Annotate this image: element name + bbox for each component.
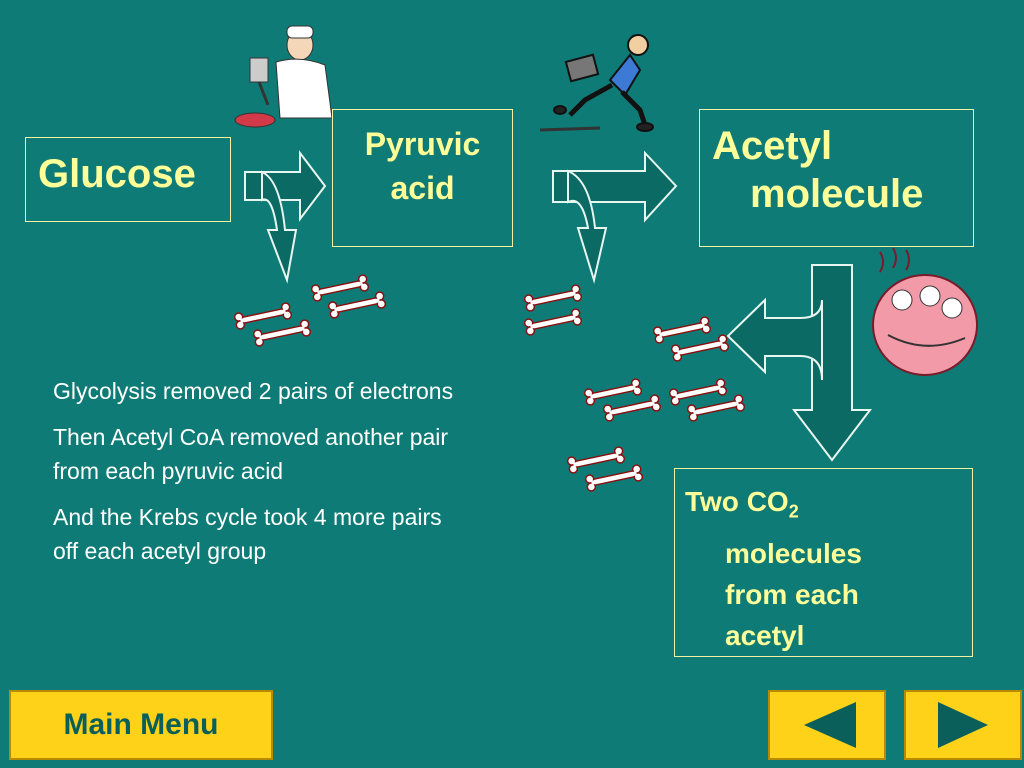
note-krebs-cycle: And the Krebs cycle took 4 more pairs of…	[53, 504, 442, 564]
note-acetyl-coa: Then Acetyl CoA removed another pair fro…	[53, 424, 449, 484]
glucose-label: Glucose	[38, 152, 196, 196]
main-menu-button[interactable]: Main Menu	[9, 690, 273, 760]
butcher-figure	[234, 25, 333, 128]
notes-text: Glycolysis removed 2 pairs of electrons …	[53, 374, 473, 580]
co2-subscript: 2	[788, 501, 799, 522]
co2-label-line2: molecules	[725, 537, 862, 569]
glucose-box: Glucose	[25, 137, 231, 222]
pyruvic-label-line2: acid	[390, 170, 455, 206]
note-glycolysis: Glycolysis removed 2 pairs of electrons	[53, 378, 454, 404]
co2-label-line3: from each	[725, 578, 859, 610]
triangle-left-icon	[804, 702, 856, 748]
pyruvic-acid-box: Pyruvic acid	[332, 109, 513, 247]
acetyl-molecule-box: Acetyl molecule	[699, 109, 974, 247]
chefs-figure	[872, 247, 978, 376]
co2-box: Two CO2 molecules from each acetyl	[674, 468, 973, 657]
co2-label-line4: acetyl	[725, 619, 805, 651]
triangle-right-icon	[938, 702, 988, 748]
arrow-acetyl-to-co2	[726, 264, 873, 462]
running-courier-figure	[539, 34, 654, 132]
main-menu-label: Main Menu	[63, 708, 219, 741]
arrow-glucose-to-pyruvic	[244, 150, 327, 284]
co2-label-prefix: Two CO	[685, 486, 789, 517]
arrow-pyruvic-to-acetyl	[552, 150, 678, 284]
previous-slide-button[interactable]	[768, 690, 886, 760]
pyruvic-label-line1: Pyruvic	[364, 126, 481, 162]
next-slide-button[interactable]	[904, 690, 1022, 760]
acetyl-label-line2: molecule	[750, 172, 924, 216]
acetyl-label-line1: Acetyl	[712, 124, 833, 168]
